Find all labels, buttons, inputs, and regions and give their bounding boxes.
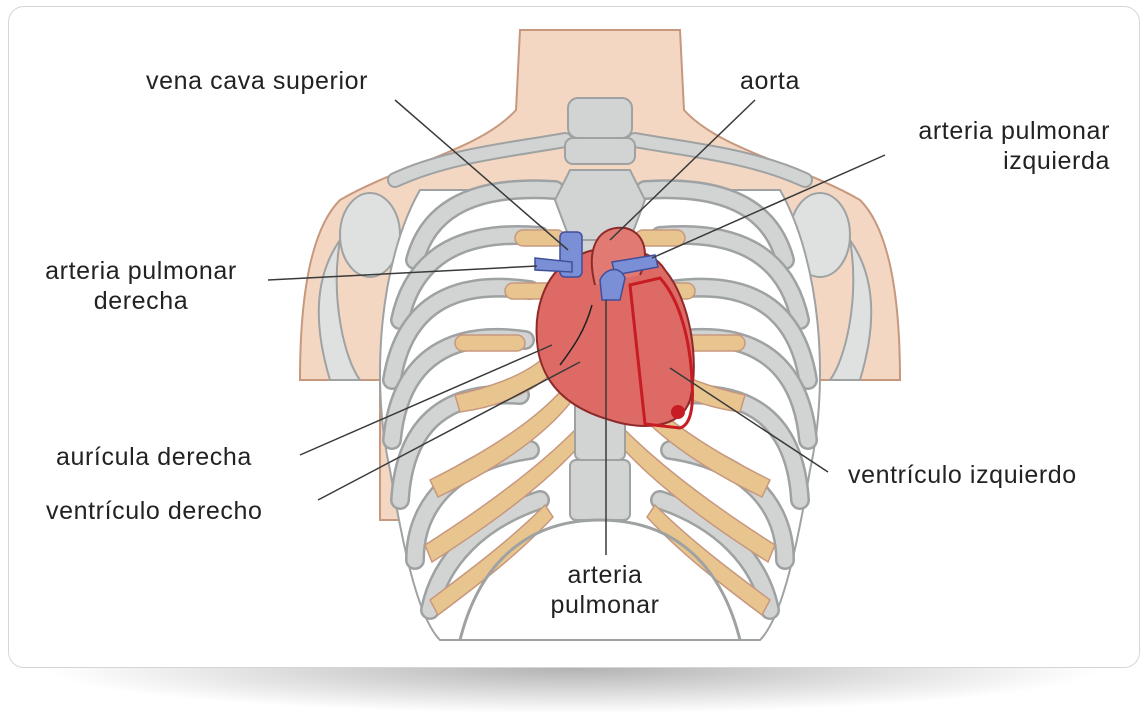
label-arteria-pulmonar-izquierda: arteria pulmonar izquierda [880,116,1110,176]
label-arteria-pulmonar-derecha-line1: arteria pulmonar [25,256,257,286]
label-arteria-pulmonar-izquierda-line2: izquierda [880,146,1110,176]
label-arteria-pulmonar-derecha-line2: derecha [25,286,257,316]
label-auricula-derecha: aurícula derecha [56,442,252,472]
lumbar-vertebra [570,460,630,520]
pulmonary-trunk [600,270,625,300]
label-arteria-pulmonar-derecha: arteria pulmonar derecha [25,256,257,316]
label-ventriculo-izquierdo: ventrículo izquierdo [848,460,1077,490]
label-arteria-pulmonar: arteria pulmonar [530,560,680,620]
label-arteria-pulmonar-izquierda-line1: arteria pulmonar [880,116,1110,146]
cervical-vertebra-2 [565,138,635,164]
label-arteria-pulmonar-line2: pulmonar [530,590,680,620]
label-vena-cava-superior: vena cava superior [146,66,368,96]
label-aorta: aorta [740,66,800,96]
left-ventricle-apex-marker [671,405,685,419]
label-ventriculo-derecho: ventrículo derecho [46,496,262,526]
cervical-vertebra [568,98,632,138]
label-arteria-pulmonar-line1: arteria [530,560,680,590]
